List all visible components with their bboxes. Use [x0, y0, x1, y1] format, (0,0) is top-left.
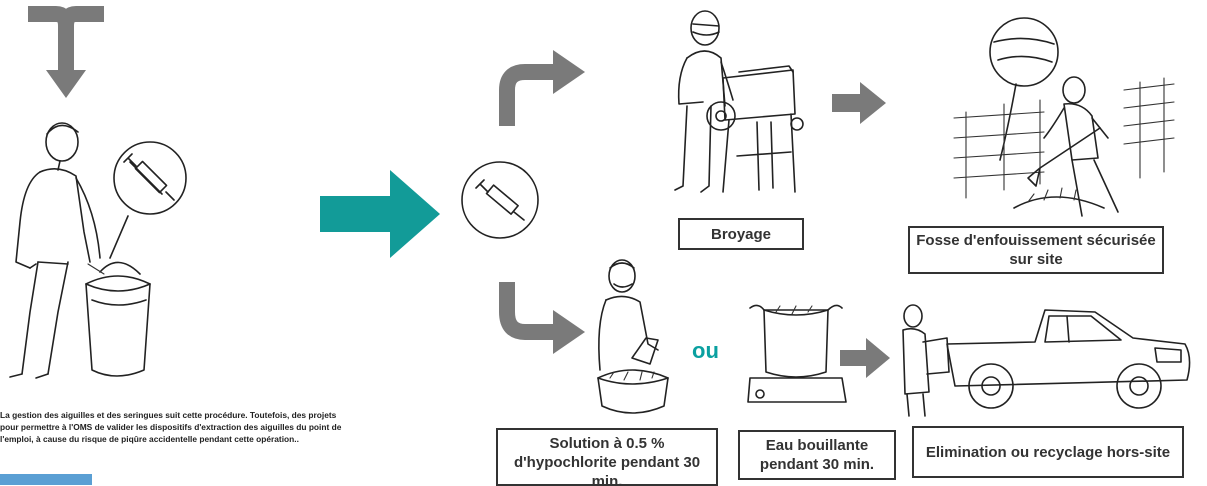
label-solution: Solution à 0.5 % d'hypochlorite pendant …	[496, 428, 718, 486]
syringe-icon	[123, 153, 175, 201]
person-disposing-illustration	[9, 122, 151, 379]
gray-right-arrow-icon	[832, 82, 886, 124]
shovel-icon	[953, 17, 1175, 217]
boiling-pot-icon	[747, 304, 847, 403]
syringe-circle	[461, 161, 539, 239]
split-arrow-icon	[28, 6, 104, 98]
or-connector-text: ou	[692, 338, 719, 363]
branch-down-arrow-icon	[499, 282, 585, 354]
syringe-icon	[475, 179, 525, 221]
label-broyage: Broyage	[678, 218, 804, 250]
pickup-truck-icon	[902, 304, 1191, 417]
legend-blue-swatch	[0, 474, 92, 485]
note-line-1: La gestion des aiguilles et des seringue…	[0, 410, 337, 420]
bucket-icon	[597, 259, 669, 414]
label-fosse: Fosse d'enfouissement sécurisée sur site	[908, 226, 1164, 274]
teal-right-arrow-icon	[320, 170, 440, 258]
gray-right-arrow-icon	[840, 338, 890, 378]
syringe-callout-bubble	[113, 141, 187, 215]
label-elimination: Elimination ou recyclage hors-site	[912, 426, 1184, 478]
procedure-note: La gestion des aiguilles et des seringue…	[0, 409, 450, 445]
branch-up-arrow-icon	[499, 50, 585, 126]
note-line-2: pour permettre à l'OMS de valider les di…	[0, 422, 342, 432]
note-line-3: l'emploi, à cause du risque de piqûre ac…	[0, 434, 299, 444]
label-eau: Eau bouillante pendant 30 min.	[738, 430, 896, 480]
needle-crusher-icon	[674, 10, 804, 193]
